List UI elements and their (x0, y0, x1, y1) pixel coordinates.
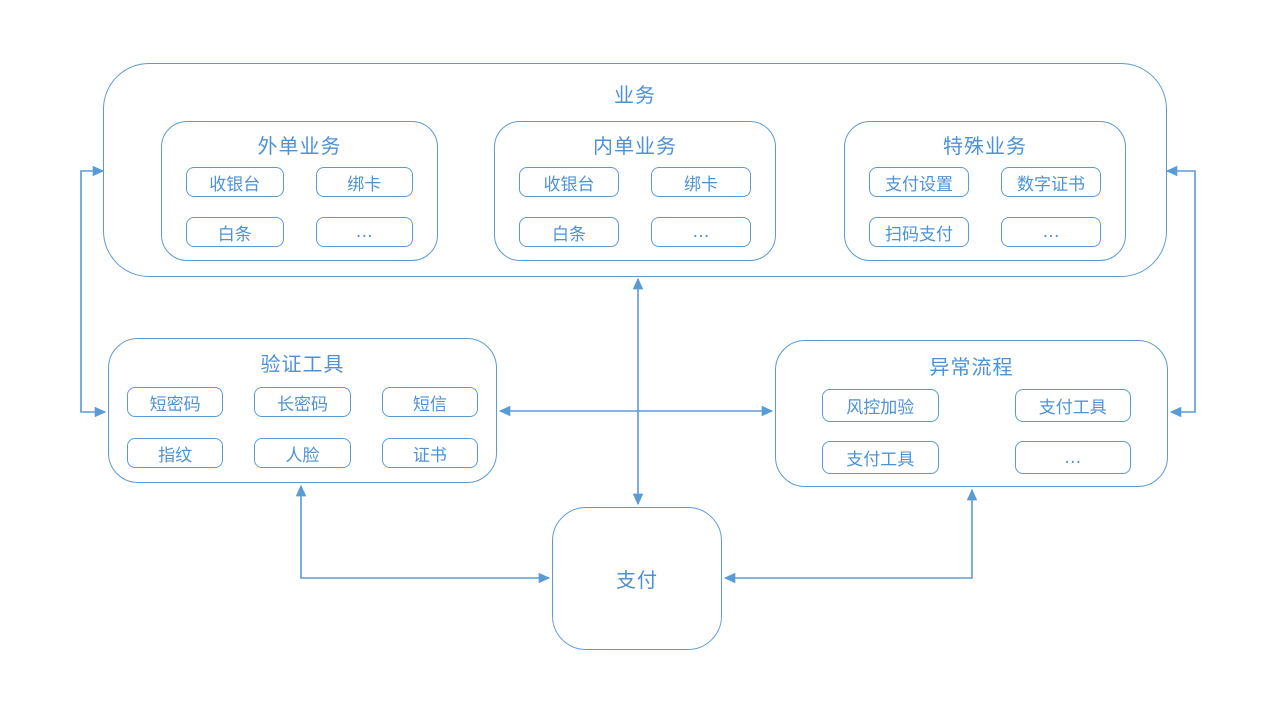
item-payment-tools: 支付工具 (1014, 389, 1131, 422)
item-fingerprint: 指纹 (127, 438, 224, 468)
item-more: … (1014, 441, 1131, 474)
item-digital-certificate: 数字证书 (1001, 167, 1101, 197)
item-long-password: 长密码 (254, 387, 351, 417)
external-orders-box: 外单业务 收银台 绑卡 白条 … (161, 121, 438, 261)
internal-orders-items: 收银台 绑卡 白条 … (495, 159, 775, 247)
item-certificate: 证书 (381, 438, 478, 468)
verification-tools-title: 验证工具 (260, 352, 345, 376)
payment-box: 支付 (552, 507, 722, 650)
internal-orders-box: 内单业务 收银台 绑卡 白条 … (494, 121, 776, 261)
item-cashier: 收银台 (186, 167, 284, 197)
item-bind-card: 绑卡 (315, 167, 413, 197)
business-group-title: 业务 (614, 83, 656, 107)
connector-business-exception (1165, 165, 1196, 418)
item-short-password: 短密码 (127, 387, 224, 417)
special-business-title: 特殊业务 (943, 134, 1027, 158)
item-baitiao: 白条 (186, 217, 284, 247)
verification-tools-items: 短密码 长密码 短信 指纹 人脸 证书 (109, 377, 496, 468)
exception-flow-items: 风控加验 支付工具 支付工具 … (776, 380, 1167, 474)
special-business-box: 特殊业务 支付设置 数字证书 扫码支付 … (844, 121, 1126, 261)
verification-tools-box: 验证工具 短密码 长密码 短信 指纹 人脸 证书 (108, 338, 497, 483)
item-baitiao: 白条 (519, 217, 619, 247)
business-group-box: 业务 外单业务 收银台 绑卡 白条 … 内单业务 收银台 绑卡 白条 … 特殊业… (103, 63, 1167, 277)
item-bind-card: 绑卡 (651, 167, 751, 197)
payment-title: 支付 (616, 568, 658, 592)
internal-orders-title: 内单业务 (593, 134, 677, 158)
item-payment-tools: 支付工具 (822, 441, 939, 474)
external-orders-title: 外单业务 (257, 134, 342, 158)
item-payment-settings: 支付设置 (869, 167, 969, 197)
special-business-items: 支付设置 数字证书 扫码支付 … (845, 159, 1125, 247)
connector-exception-payment (723, 488, 978, 584)
item-face: 人脸 (254, 438, 351, 468)
connector-business-verification (80, 165, 107, 418)
item-scan-pay: 扫码支付 (869, 217, 969, 247)
item-more: … (1001, 217, 1101, 247)
item-more: … (651, 217, 751, 247)
exception-flow-title: 异常流程 (929, 355, 1014, 379)
item-cashier: 收银台 (519, 167, 619, 197)
item-risk-control-verification: 风控加验 (822, 389, 939, 422)
item-more: … (315, 217, 413, 247)
connector-verification-payment (295, 484, 551, 584)
exception-flow-box: 异常流程 风控加验 支付工具 支付工具 … (775, 340, 1168, 487)
external-orders-items: 收银台 绑卡 白条 … (162, 159, 437, 247)
item-sms: 短信 (381, 387, 478, 417)
